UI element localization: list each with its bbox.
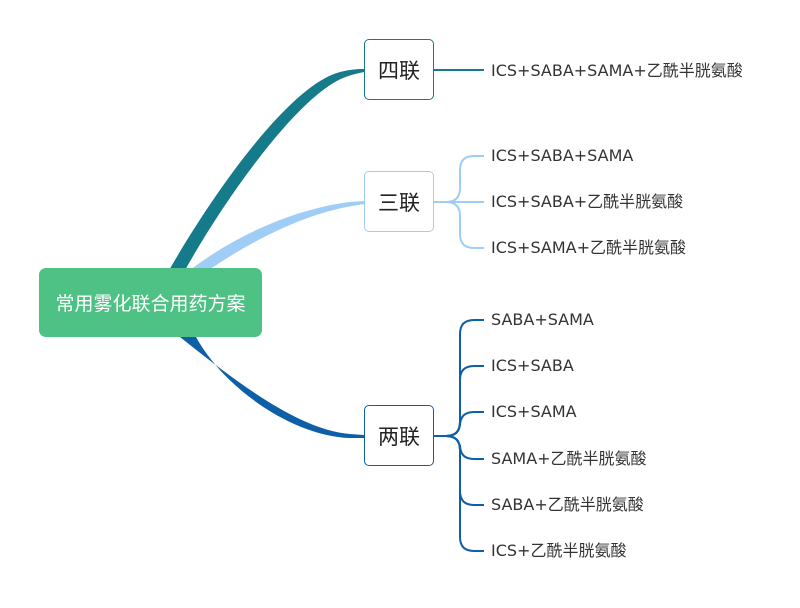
branch-four-label: 四联 [378,58,420,83]
branch-three-label: 三联 [378,190,420,215]
connector-three-leaf-1 [434,155,484,203]
connector-root-to-two [180,337,364,438]
root-topic-label: 常用雾化联合用药方案 [55,293,246,315]
branch-four-node[interactable]: 四联 [364,39,434,100]
root-topic[interactable]: 常用雾化联合用药方案 [39,268,262,337]
connector-root-to-three [190,201,364,272]
leaf-two-1[interactable]: SABA+SAMA [491,310,594,329]
leaf-two-6[interactable]: ICS+乙酰半胱氨酸 [491,541,627,560]
leaf-two-3[interactable]: ICS+SAMA [491,402,577,421]
branch-three-node[interactable]: 三联 [364,171,434,232]
leaf-two-4[interactable]: SAMA+乙酰半胱氨酸 [491,449,647,468]
leaf-three-2[interactable]: ICS+SABA+乙酰半胱氨酸 [491,192,684,211]
connector-two-leaf-3 [434,411,484,437]
leaf-three-3[interactable]: ICS+SAMA+乙酰半胱氨酸 [491,238,687,257]
connector-two-leaf-6 [434,435,484,552]
branch-two-node[interactable]: 两联 [364,405,434,466]
leaf-three-1[interactable]: ICS+SABA+SAMA [491,146,634,165]
leaf-four-1[interactable]: ICS+SABA+SAMA+乙酰半胱氨酸 [491,61,743,80]
connector-three-leaf-3 [434,201,484,249]
connector-root-to-four [168,69,364,272]
branch-two-label: 两联 [378,424,420,449]
leaf-two-2[interactable]: ICS+SABA [491,356,574,375]
leaf-two-5[interactable]: SABA+乙酰半胱氨酸 [491,495,644,514]
